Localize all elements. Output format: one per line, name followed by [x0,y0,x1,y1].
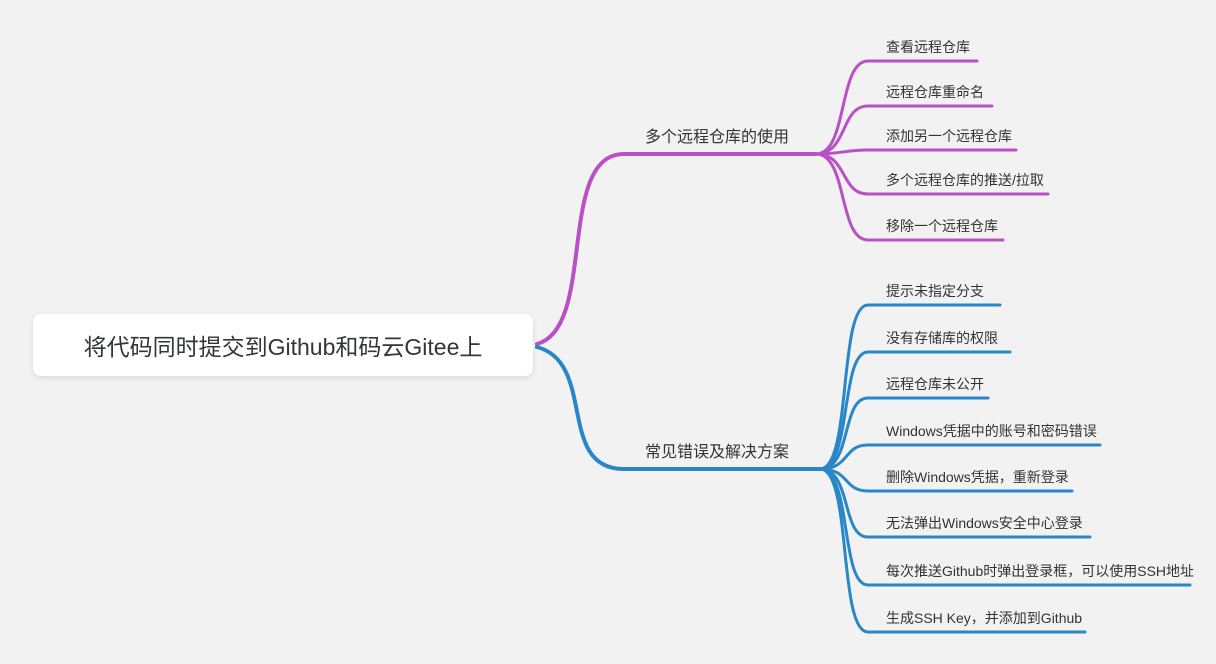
child-line [818,443,1102,471]
leaf-topic[interactable]: 没有存储库的权限 [886,330,998,346]
child-line [818,396,990,471]
branch-line-top [535,152,818,346]
leaf-topic[interactable]: 远程仓库重命名 [886,84,984,100]
child-line [814,59,979,156]
child-line [818,350,1012,471]
leaf-topic[interactable]: 多个远程仓库的推送/拉取 [886,172,1044,188]
leaf-topic[interactable]: 生成SSH Key，并添加到Github [886,610,1083,626]
child-line [814,148,1018,156]
child-line [818,467,1087,634]
leaf-topic[interactable]: 每次推送Github时弹出登录框，可以使用SSH地址 [886,563,1195,579]
branch-topic-multiple-remotes[interactable]: 多个远程仓库的使用 [645,129,790,146]
child-line [818,303,1002,471]
branch-line-bottom [535,345,822,471]
child-line [814,104,994,156]
leaf-topic[interactable]: 查看远程仓库 [886,39,970,55]
branch-topic-common-errors[interactable]: 常见错误及解决方案 [645,444,790,461]
leaf-topic[interactable]: 移除一个远程仓库 [886,218,998,234]
leaf-topic[interactable]: 远程仓库未公开 [886,376,984,392]
leaf-topic[interactable]: Windows凭据中的账号和密码错误 [886,423,1097,439]
root-topic[interactable]: 将代码同时提交到Github和码云Gitee上 [33,314,533,376]
leaf-topic[interactable]: 无法弹出Windows安全中心登录 [886,515,1083,531]
leaf-topic[interactable]: 删除Windows凭据，重新登录 [886,469,1069,485]
leaf-topic[interactable]: 添加另一个远程仓库 [886,128,1012,144]
leaf-topic[interactable]: 提示未指定分支 [886,283,984,299]
child-line [814,152,1005,242]
